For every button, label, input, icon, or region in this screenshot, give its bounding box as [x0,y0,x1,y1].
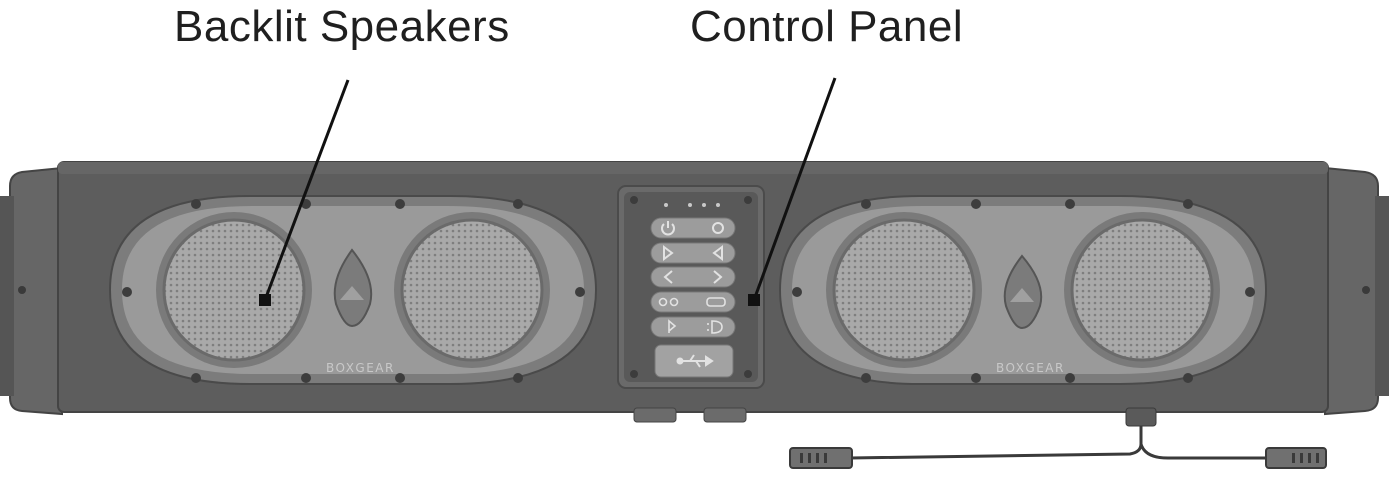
power-icon [661,221,675,236]
control-panel [617,185,765,389]
radio-icon [706,297,726,307]
control-panel-leader-line [748,77,837,306]
backlit-speakers-label: Backlit Speakers [174,2,510,51]
bluetooth-icon [668,319,677,333]
power-cable [849,426,1266,460]
bluetooth-lights-button-pair[interactable] [650,316,736,338]
speakers-leader-line [259,79,350,306]
chevron-left-icon [663,270,673,284]
left-end-cap [0,166,63,416]
left-speaker-module: BOXGEAR [108,195,598,385]
control-panel-label: Control Panel [690,2,964,51]
left-brand-text: BOXGEAR [326,361,395,375]
right-brand-text: BOXGEAR [996,361,1065,375]
bottom-connectors [633,407,1157,427]
left-plug [789,447,853,469]
play-right-icon [663,245,674,261]
status-leds [664,203,720,207]
right-end-cap [1324,166,1389,416]
link-radio-button-pair[interactable] [650,291,736,313]
chevron-right-icon [713,270,723,284]
usb-icon [676,354,714,368]
play-left-icon [712,245,723,261]
volume-button-pair[interactable] [650,242,736,264]
left-speaker-grille [162,218,306,362]
mode-icon [712,222,724,234]
right-speaker-module: BOXGEAR [778,195,1268,385]
light-icon [707,320,723,334]
right-plug [1265,447,1327,469]
link-icon [658,297,679,307]
